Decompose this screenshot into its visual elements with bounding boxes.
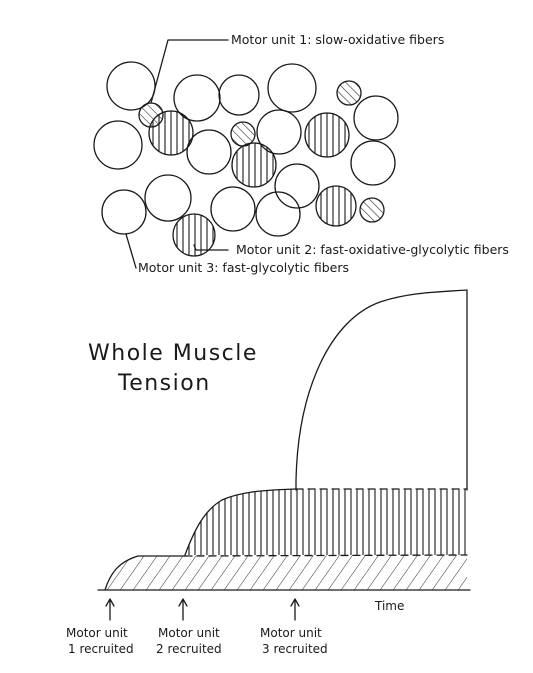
unit1-tension-band xyxy=(104,554,468,591)
label-motor-unit-2: Motor unit 2: fast-oxidative-glycolytic … xyxy=(236,242,509,257)
fiber xyxy=(210,186,256,232)
fiber xyxy=(304,112,350,158)
unit1-plateau-dashed xyxy=(184,554,468,557)
fiber xyxy=(230,121,256,147)
fiber xyxy=(336,80,362,106)
leader-line-unit3 xyxy=(125,233,137,269)
fiber xyxy=(93,120,143,170)
fiber xyxy=(315,185,357,227)
unit1-fill xyxy=(105,555,467,590)
fiber xyxy=(144,174,192,222)
graph-title-line1: Whole Muscle xyxy=(88,341,258,366)
label-motor-unit-1: Motor unit 1: slow-oxidative fibers xyxy=(231,32,444,47)
graph-title-line2: Tension xyxy=(117,371,211,396)
unit1-curve xyxy=(104,555,186,591)
recruit-arrow-1 xyxy=(105,598,115,621)
x-axis-label: Time xyxy=(374,599,404,613)
recruit-label-2-line1: Motor unit xyxy=(158,626,220,640)
fiber xyxy=(186,129,232,175)
fiber xyxy=(173,74,221,122)
recruit-label-3-line2: 3 recruited xyxy=(262,642,328,656)
unit2-curve xyxy=(184,488,297,556)
fiber xyxy=(274,163,320,209)
fiber xyxy=(231,142,277,188)
slow-oxidative-fibers xyxy=(138,80,385,223)
fiber xyxy=(172,213,216,257)
recruit-label-1-line2: 1 recruited xyxy=(68,642,134,656)
unit2-tension-band xyxy=(184,488,468,556)
leader-line-unit2 xyxy=(193,244,229,251)
recruit-label-3-line1: Motor unit xyxy=(260,626,322,640)
leader-line-unit1 xyxy=(150,39,229,104)
fiber xyxy=(353,95,399,141)
unit3-tension-curve xyxy=(295,289,468,491)
fiber xyxy=(255,191,301,237)
label-motor-unit-3: Motor unit 3: fast-glycolytic fibers xyxy=(138,260,349,275)
fiber xyxy=(359,197,385,223)
fiber xyxy=(350,140,396,186)
fast-oxidative-glycolytic-fibers xyxy=(148,110,357,257)
tension-graph: Whole Muscle Tension Time Motor un xyxy=(66,289,471,656)
fiber xyxy=(218,74,260,116)
recruit-label-2-line2: 2 recruited xyxy=(156,642,222,656)
fiber xyxy=(101,189,147,235)
recruit-arrow-2 xyxy=(178,598,188,621)
fiber xyxy=(267,63,317,113)
unit2-fill xyxy=(185,489,467,555)
recruit-arrow-3 xyxy=(290,598,300,621)
fast-glycolytic-fibers xyxy=(93,61,399,237)
fiber-cross-section: Motor unit 1: slow-oxidative fibers Moto… xyxy=(93,32,509,275)
recruit-label-1-line1: Motor unit xyxy=(66,626,128,640)
fiber xyxy=(138,102,164,128)
fiber xyxy=(256,109,302,155)
